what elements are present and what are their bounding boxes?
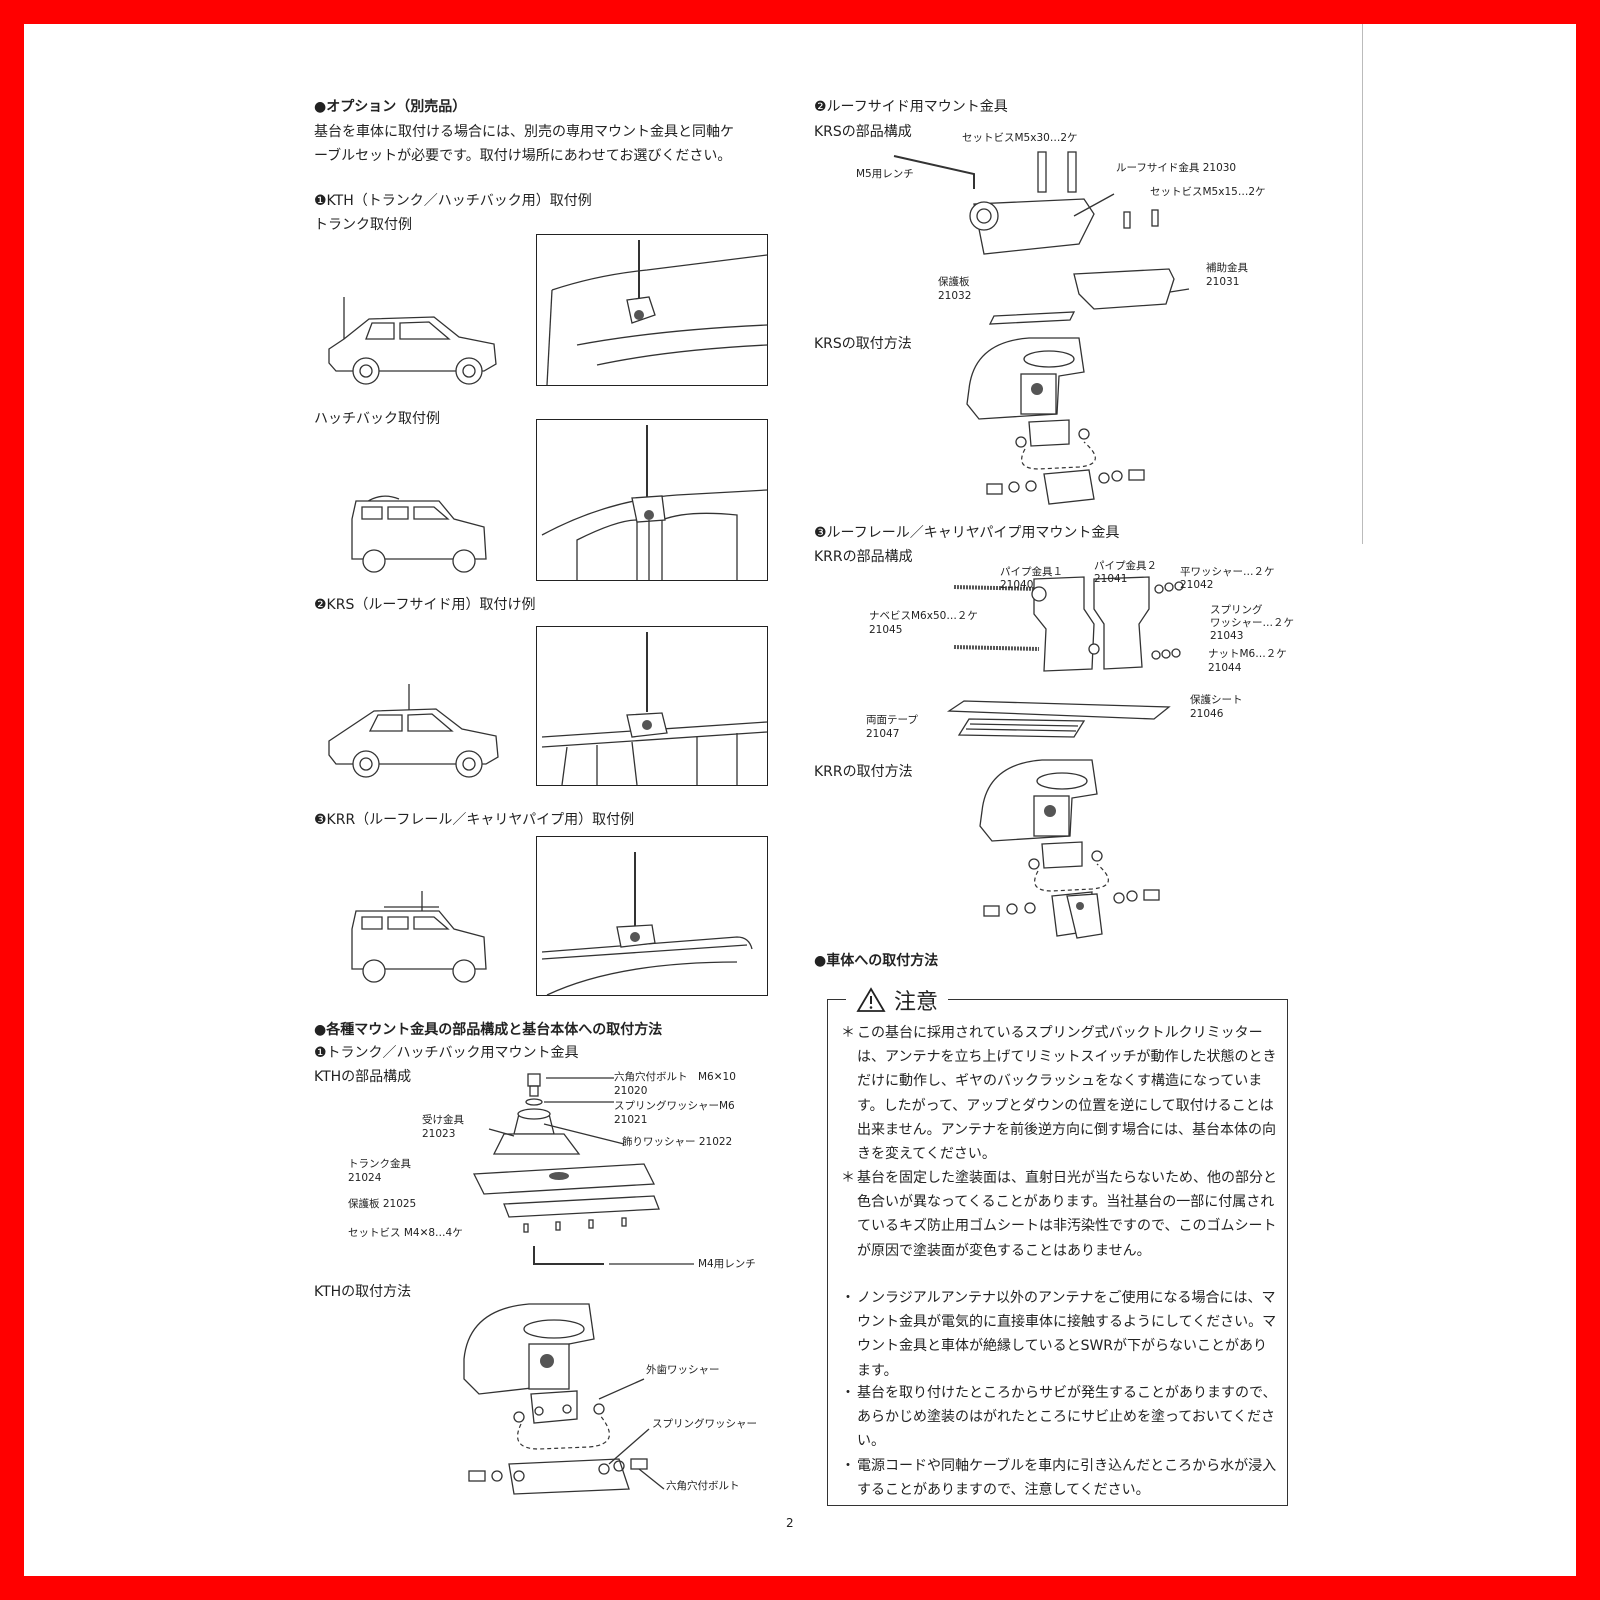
- note-mark: ＊: [841, 1170, 855, 1186]
- krs-install-diagram: [966, 337, 1145, 505]
- krr-sheet-label: 保護シート: [1190, 694, 1243, 706]
- krs-parts-diagram: [893, 151, 1190, 325]
- caution-note-3: ・ ノンラジアルアンテナ以外のアンテナをご使用になる場合には、マウント金具が電気…: [841, 1286, 1281, 1383]
- caution-note-2: ＊ 基台を固定した塗装面は、直射日光が当たらないため、他の部分と色合いが異なって…: [841, 1166, 1281, 1263]
- van-roofrail-illustration: [351, 891, 487, 983]
- krr-flat-washer-number: 21042: [1180, 579, 1214, 591]
- krr-screw-number: 21045: [869, 624, 903, 636]
- krs-screw15-label: セットビスM5x15…2ケ: [1150, 186, 1266, 198]
- kth-deco-washer-label: 飾りワッシャー 21022: [622, 1136, 733, 1148]
- krr-pipe2-number: 21041: [1094, 573, 1128, 585]
- note-mark: ・: [841, 1290, 855, 1306]
- krs-example-heading: ❷KRS（ルーフサイド用）取付け例: [314, 597, 536, 613]
- caution-note-4: ・ 基台を取り付けたところからサビが発生することがありますので、あらかじめ塗装の…: [841, 1381, 1281, 1454]
- kth-receiver-number: 21023: [422, 1128, 456, 1140]
- caution-box: [827, 999, 1288, 1506]
- warning-icon: [856, 987, 886, 1012]
- hatchback-caption: ハッチバック取付例: [314, 411, 440, 427]
- caution-title: 注意: [846, 984, 949, 1016]
- van-car-illustration: [351, 495, 487, 573]
- note-text: 基台を取り付けたところからサビが発生することがありますので、あらかじめ塗装のはが…: [857, 1385, 1277, 1450]
- kth-example-heading: ❶KTH（トランク／ハッチバック用）取付例: [314, 193, 592, 209]
- note-text: この基台に採用されているスプリング式バックトルクリミッターは、アンテナを立ち上げ…: [857, 1025, 1277, 1163]
- kth-install-bolt-label: 六角穴付ボルト: [666, 1480, 740, 1492]
- kth-parts-diagram: [472, 1073, 694, 1265]
- kth-install-title: KTHの取付方法: [314, 1284, 412, 1300]
- kth-bolt-number: 21020: [614, 1085, 648, 1097]
- krr-spring-label-line1: スプリング: [1210, 604, 1263, 616]
- krr-parts-title: KRRの部品構成: [814, 549, 913, 565]
- kth-parts-title: KTHの部品構成: [314, 1069, 412, 1085]
- krr-install-title: KRRの取付方法: [814, 764, 913, 780]
- kth-screw-label: セットビス M4✕8…4ケ: [348, 1227, 463, 1239]
- options-heading: ●オプション（別売品）: [314, 99, 467, 115]
- krr-pipe1-label: パイプ金具１: [1000, 566, 1063, 578]
- trunk-caption: トランク取付例: [314, 217, 412, 233]
- krs-install-title: KRSの取付方法: [814, 336, 912, 352]
- krr-sheet-number: 21046: [1190, 708, 1224, 720]
- krs-mount-subheading: ❷ルーフサイド用マウント金具: [814, 99, 1008, 115]
- krs-aux-bracket-label: 補助金具: [1206, 262, 1248, 274]
- kth-protect-plate-label: 保護板 21025: [348, 1198, 417, 1210]
- kth-spring-number: 21021: [614, 1114, 648, 1126]
- page-edge-line: [1362, 24, 1363, 544]
- krr-spring-label-line2: ワッシャー…２ケ: [1210, 617, 1294, 629]
- krr-screw-label: ナベビスM6x50…２ケ: [869, 610, 978, 622]
- krr-tape-number: 21047: [866, 728, 900, 740]
- krr-nut-label: ナットM6…２ケ: [1208, 648, 1287, 660]
- kth-trunk-bracket-number: 21024: [348, 1172, 382, 1184]
- note-text: 基台を固定した塗装面は、直射日光が当たらないため、他の部分と色合いが異なってくる…: [857, 1170, 1277, 1259]
- krr-spring-number: 21043: [1210, 630, 1244, 642]
- krs-wrench-label: M5用レンチ: [856, 168, 914, 180]
- caution-note-5: ・ 電源コードや同軸ケーブルを車内に引き込んだところから水が浸入することがありま…: [841, 1454, 1281, 1502]
- sedan-roofside-illustration: [328, 684, 499, 778]
- note-mark: ・: [841, 1385, 855, 1401]
- manual-page: ●オプション（別売品） 基台を車体に取付ける場合には、別売の専用マウント金具と同…: [24, 24, 1576, 1576]
- kth-outer-washer-label: 外歯ワッシャー: [646, 1364, 720, 1376]
- hatchback-closeup-frame: [536, 419, 768, 581]
- krr-flat-washer-label: 平ワッシャー…２ケ: [1180, 566, 1275, 578]
- kth-mount-subheading: ❶トランク／ハッチバック用マウント金具: [314, 1045, 579, 1061]
- page-number: 2: [786, 1516, 794, 1530]
- trunk-closeup-frame: [536, 234, 768, 386]
- krr-install-diagram: [979, 759, 1160, 939]
- kth-install-spring-label: スプリングワッシャー: [652, 1418, 757, 1430]
- note-mark: ＊: [841, 1025, 855, 1041]
- note-text: ノンラジアルアンテナ以外のアンテナをご使用になる場合には、マウント金具が電気的に…: [857, 1290, 1277, 1379]
- krs-parts-title: KRSの部品構成: [814, 124, 912, 140]
- roofside-closeup-frame: [536, 626, 768, 786]
- note-text: 電源コードや同軸ケーブルを車内に引き込んだところから水が浸入することがありますの…: [857, 1458, 1277, 1499]
- krr-tape-label: 両面テープ: [866, 714, 918, 726]
- krr-parts-diagram: [946, 576, 1184, 738]
- note-mark: ・: [841, 1458, 855, 1474]
- krs-protect-plate-label: 保護板: [938, 276, 970, 288]
- roofrail-closeup-frame: [536, 836, 768, 996]
- krr-pipe2-label: パイプ金具２: [1094, 560, 1157, 572]
- kth-spring-label: スプリングワッシャーM6: [614, 1100, 735, 1112]
- caution-title-text: 注意: [894, 990, 939, 1015]
- kth-receiver-label: 受け金具: [422, 1114, 464, 1126]
- krs-roofside-bracket-label: ルーフサイド金具 21030: [1116, 162, 1237, 174]
- mounts-heading: ●各種マウント金具の部品構成と基台本体への取付方法: [314, 1022, 663, 1038]
- krr-mount-subheading: ❸ルーフレール／キャリヤパイプ用マウント金具: [814, 525, 1120, 541]
- krr-pipe1-number: 21040: [1000, 579, 1034, 591]
- kth-trunk-bracket-label: トランク金具: [348, 1158, 411, 1170]
- caution-note-1: ＊ この基台に採用されているスプリング式バックトルクリミッターは、アンテナを立ち…: [841, 1021, 1281, 1166]
- kth-install-diagram: [463, 1303, 665, 1495]
- options-text-line1: 基台を車体に取付ける場合には、別売の専用マウント金具と同軸ケ: [314, 124, 734, 140]
- krs-aux-bracket-number: 21031: [1206, 276, 1240, 288]
- krr-nut-number: 21044: [1208, 662, 1242, 674]
- krs-protect-plate-number: 21032: [938, 290, 972, 302]
- options-text-line2: ーブルセットが必要です。取付け場所にあわせてお選びください。: [314, 148, 732, 164]
- kth-wrench-label: M4用レンチ: [698, 1258, 756, 1270]
- sedan-car-illustration: [328, 297, 497, 385]
- krs-screw30-label: セットビスM5x30…2ケ: [962, 132, 1078, 144]
- install-heading: ●車体への取付方法: [814, 953, 939, 969]
- krr-example-heading: ❸KRR（ルーフレール／キャリヤパイプ用）取付例: [314, 812, 635, 828]
- kth-bolt-label: 六角穴付ボルト M6✕10: [614, 1071, 736, 1083]
